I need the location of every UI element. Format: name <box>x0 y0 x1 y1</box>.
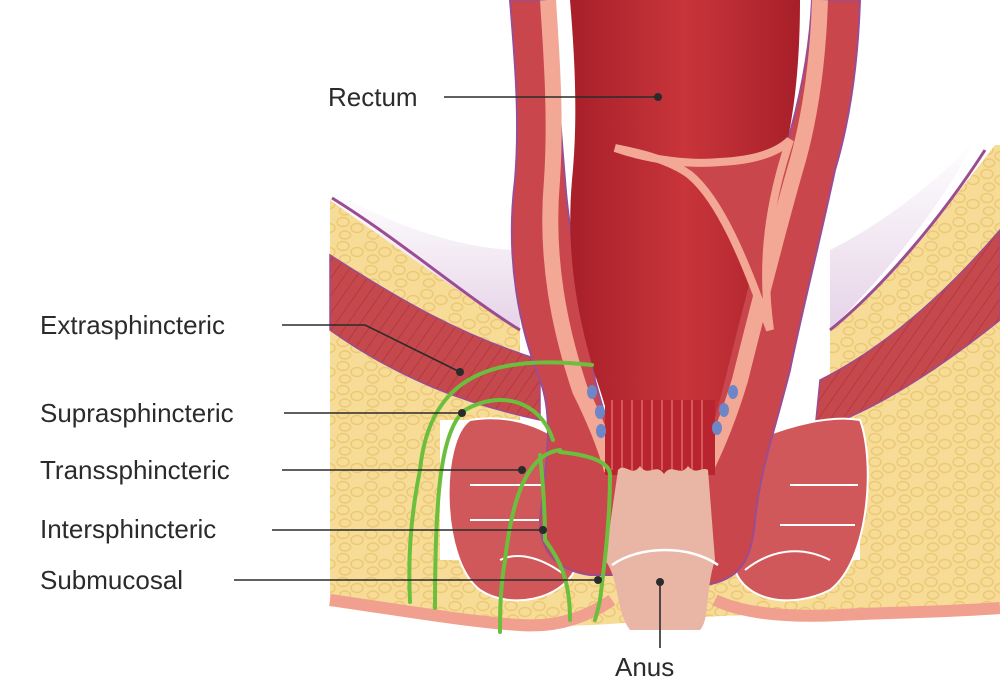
label-submucosal: Submucosal <box>40 565 184 595</box>
label-anus: Anus <box>615 652 675 682</box>
label-suprasphincteric: Suprasphincteric <box>40 398 234 428</box>
external-sphincter-right-fibers <box>744 484 858 571</box>
track-submucosal <box>558 450 613 622</box>
label-rectum: Rectum <box>328 82 418 112</box>
label-extrasphincteric: Extrasphincteric <box>40 310 225 340</box>
anal-columns-lines <box>611 400 703 470</box>
external-sphincter-right <box>733 417 869 602</box>
peritoneum-right <box>829 149 987 332</box>
rectal-fold <box>613 137 794 332</box>
mucosa-right <box>697 0 828 474</box>
levator-ani-right <box>814 228 1000 432</box>
vessels-right <box>712 385 738 435</box>
leader-lines <box>234 96 661 648</box>
levator-ani-left <box>329 253 541 421</box>
fistula-tracks <box>407 360 613 634</box>
leader-dots <box>456 93 664 586</box>
peritoneum-left <box>331 196 521 332</box>
leader-extrasphincteric <box>282 324 461 373</box>
track-intersphincteric <box>538 453 572 622</box>
track-extrasphincteric <box>407 360 594 604</box>
anal-canal <box>605 466 715 630</box>
external-sphincter-left <box>447 417 577 602</box>
track-transsphincteric <box>498 448 562 634</box>
label-transsphincteric: Transsphincteric <box>40 455 230 485</box>
vessels-left <box>587 385 606 438</box>
mucosa-left <box>540 0 620 473</box>
pelvic-cavity <box>330 140 975 330</box>
rectal-lumen <box>570 0 800 470</box>
perianal-skin <box>329 594 1000 632</box>
label-intersphincteric: Intersphincteric <box>40 514 217 544</box>
anal-verge <box>611 548 719 567</box>
